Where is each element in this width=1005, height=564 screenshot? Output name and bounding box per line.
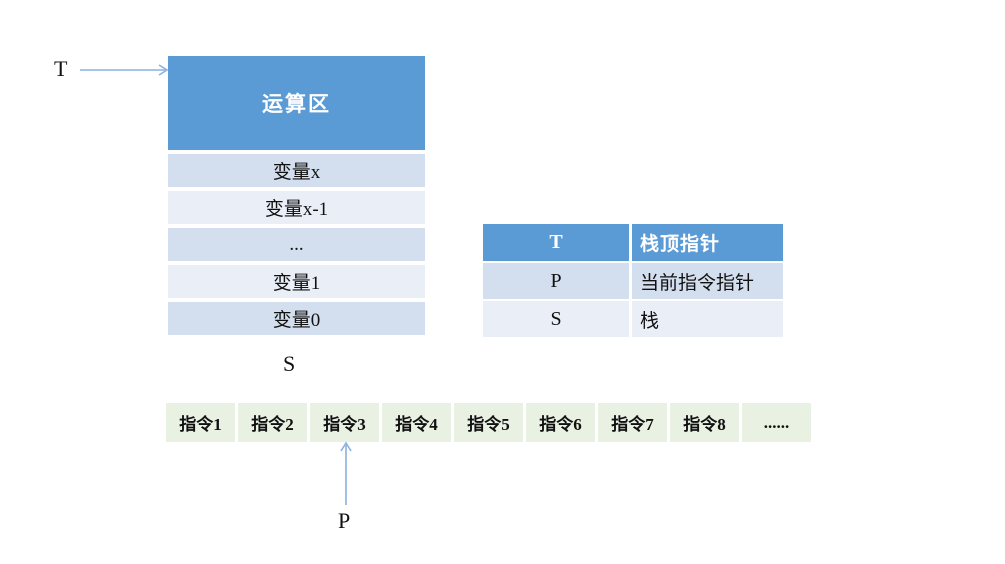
instruction-cell: 指令8: [670, 403, 739, 442]
stack-row: 变量x: [168, 154, 425, 187]
instruction-cell: 指令3: [310, 403, 379, 442]
legend-header-key: T: [483, 224, 632, 261]
stack-base-pointer-label: S: [283, 351, 296, 376]
stack-row: ...: [168, 228, 425, 261]
stack-top-pointer-label: T: [54, 56, 68, 81]
instruction-cell: 指令2: [238, 403, 307, 442]
legend-row-key: S: [483, 301, 632, 337]
legend-header-value: 栈顶指针: [640, 234, 721, 255]
up-arrow-icon: [340, 441, 352, 505]
stack-row: 变量0: [168, 302, 425, 335]
instruction-cell: 指令4: [382, 403, 451, 442]
right-arrow-icon: [80, 64, 169, 76]
instruction-cell: 指令6: [526, 403, 595, 442]
stack-header: 运算区: [168, 56, 425, 150]
legend-header-row: T 栈顶指针: [483, 224, 783, 261]
stack-row: 变量x-1: [168, 191, 425, 224]
instruction-pointer-label: P: [338, 508, 351, 533]
stack-row: 变量1: [168, 265, 425, 298]
legend-row: P 当前指令指针: [483, 263, 783, 299]
legend-row-key: P: [483, 263, 632, 299]
stack-table: 运算区 变量x 变量x-1 ... 变量1 变量0: [168, 56, 425, 335]
pointer-legend-table: T 栈顶指针 P 当前指令指针 S 栈: [483, 224, 783, 337]
legend-row-value: 当前指令指针: [640, 272, 755, 294]
instruction-cell: 指令5: [454, 403, 523, 442]
instruction-cell: 指令1: [166, 403, 235, 442]
legend-row: S 栈: [483, 301, 783, 337]
instruction-cell: 指令7: [598, 403, 667, 442]
legend-row-value: 栈: [640, 310, 660, 332]
instruction-cell: ......: [742, 403, 811, 442]
instruction-sequence: 指令1 指令2 指令3 指令4 指令5 指令6 指令7 指令8 ......: [166, 403, 811, 442]
